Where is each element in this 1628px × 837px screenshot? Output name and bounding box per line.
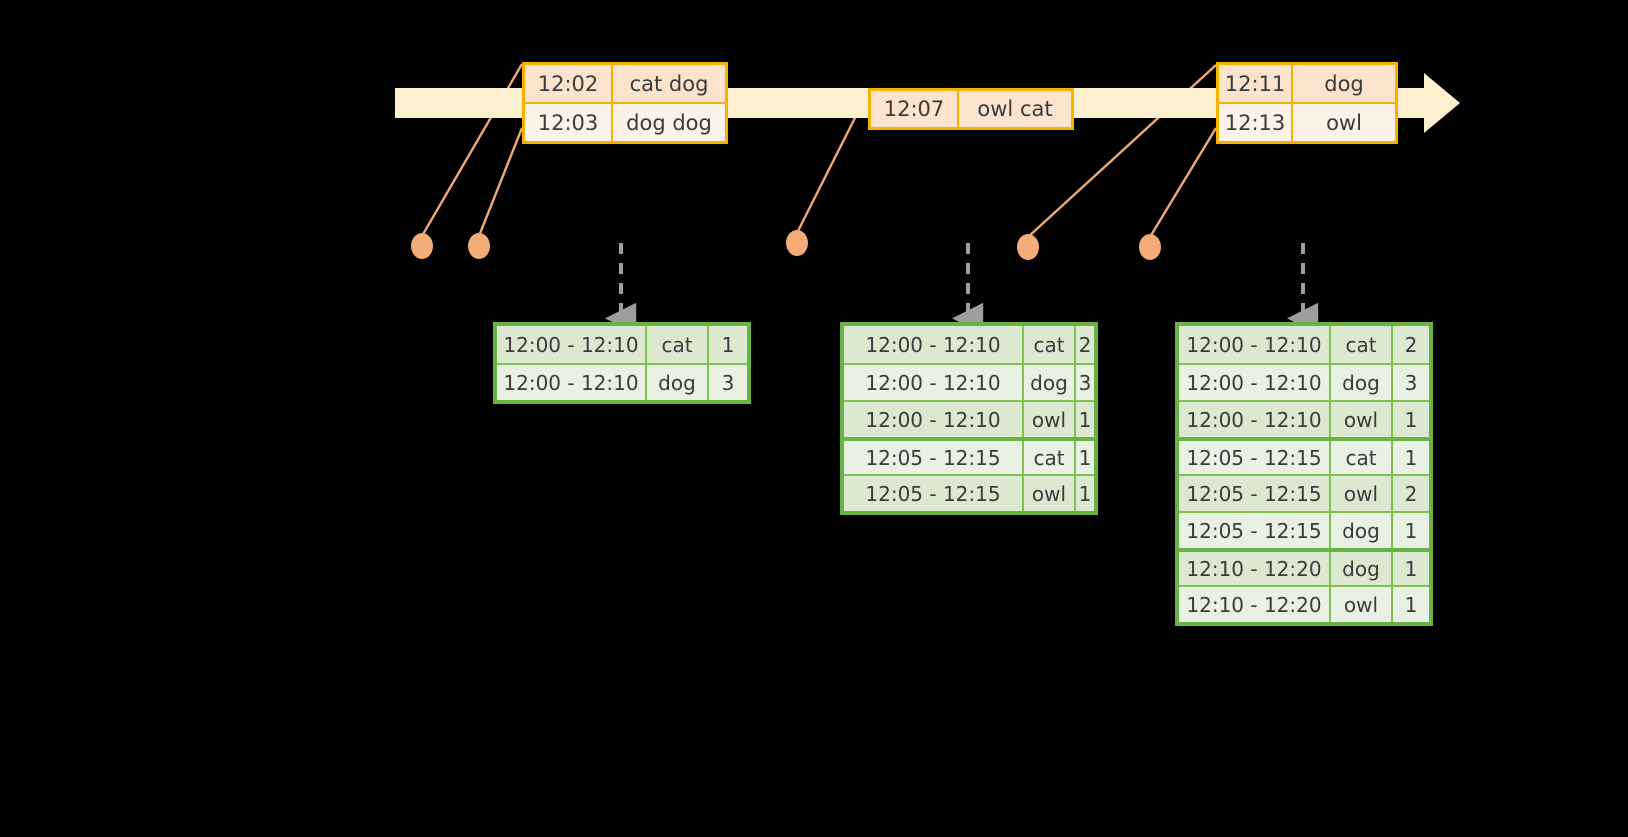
key-cell: cat <box>1024 326 1076 363</box>
emit-arrow-group <box>605 243 1319 335</box>
key-cell: dog <box>1331 513 1393 548</box>
event-payload: dog dog <box>626 110 712 135</box>
event-row: 12:13 owl <box>1219 102 1395 141</box>
key-cell: cat <box>1331 326 1393 363</box>
event-timestamp: 12:11 <box>1219 65 1293 102</box>
event-marker-dot <box>1139 234 1161 260</box>
key-cell: dog <box>1331 552 1393 585</box>
count-cell: 1 <box>1078 445 1092 470</box>
timeline-event-box: 12:11 dog 12:13 owl <box>1216 62 1398 144</box>
key-cell: cat <box>1024 441 1076 474</box>
count-cell: 1 <box>1404 445 1418 470</box>
event-marker-dot <box>411 233 433 259</box>
count-cell: 1 <box>1404 592 1418 617</box>
key-cell: dog <box>1331 365 1393 400</box>
window-range-cell: 12:00 - 12:10 <box>1179 365 1331 400</box>
count-cell: 1 <box>721 332 735 357</box>
window-range-cell: 12:00 - 12:10 <box>844 326 1024 363</box>
event-payload: owl cat <box>977 97 1053 121</box>
count-cell: 3 <box>1078 370 1092 395</box>
window-range-cell: 12:00 - 12:10 <box>1179 326 1331 363</box>
window-range-cell: 12:00 - 12:10 <box>844 365 1024 400</box>
key-cell: owl <box>1024 476 1076 511</box>
key-cell: owl <box>1331 587 1393 622</box>
timeline-event-box: 12:07 owl cat <box>868 88 1074 130</box>
count-cell: 1 <box>1404 407 1418 432</box>
count-cell: 2 <box>1078 332 1092 357</box>
key-cell: owl <box>1331 402 1393 437</box>
timeline-event-box: 12:02 cat dog 12:03 dog dog <box>522 62 728 144</box>
event-connector-line <box>1148 127 1218 238</box>
count-cell: 1 <box>1404 556 1418 581</box>
count-cell: 1 <box>1078 481 1092 506</box>
event-payload: dog <box>1324 71 1364 96</box>
window-range-cell: 12:05 - 12:15 <box>1179 441 1331 474</box>
event-row: 12:03 dog dog <box>525 102 725 141</box>
count-cell: 3 <box>1404 370 1418 395</box>
window-range-cell: 12:00 - 12:10 <box>1179 402 1331 437</box>
event-timestamp: 12:13 <box>1219 104 1293 141</box>
window-range-cell: 12:05 - 12:15 <box>1179 513 1331 548</box>
event-marker-dot <box>786 230 808 256</box>
count-cell: 2 <box>1404 332 1418 357</box>
event-row: 12:02 cat dog <box>525 65 725 102</box>
key-cell: owl <box>1024 402 1076 437</box>
event-connector-line <box>477 127 524 237</box>
event-timestamp: 12:03 <box>525 104 613 141</box>
event-timestamp: 12:07 <box>871 91 959 127</box>
key-cell: owl <box>1331 476 1393 511</box>
event-payload: cat dog <box>629 71 709 96</box>
event-marker-dot <box>468 233 490 259</box>
timeline-arrowhead-icon <box>1424 73 1460 133</box>
count-cell: 1 <box>1078 407 1092 432</box>
window-range-cell: 12:00 - 12:10 <box>497 326 647 363</box>
event-marker-dot <box>1017 234 1039 260</box>
event-payload: owl <box>1326 110 1362 135</box>
window-range-cell: 12:00 - 12:10 <box>497 365 647 400</box>
event-row: 12:11 dog <box>1219 65 1395 102</box>
key-cell: cat <box>647 326 709 363</box>
key-cell: cat <box>1331 441 1393 474</box>
window-range-cell: 12:10 - 12:20 <box>1179 587 1331 622</box>
count-cell: 1 <box>1404 518 1418 543</box>
count-cell: 3 <box>721 370 735 395</box>
window-range-cell: 12:05 - 12:15 <box>1179 476 1331 511</box>
window-range-cell: 12:00 - 12:10 <box>844 402 1024 437</box>
event-row: 12:07 owl cat <box>871 91 1071 127</box>
event-timestamp: 12:02 <box>525 65 613 102</box>
window-range-cell: 12:05 - 12:15 <box>844 476 1024 511</box>
window-range-cell: 12:05 - 12:15 <box>844 441 1024 474</box>
key-cell: dog <box>1024 365 1076 400</box>
count-cell: 2 <box>1404 481 1418 506</box>
window-range-cell: 12:10 - 12:20 <box>1179 552 1331 585</box>
key-cell: dog <box>647 365 709 400</box>
